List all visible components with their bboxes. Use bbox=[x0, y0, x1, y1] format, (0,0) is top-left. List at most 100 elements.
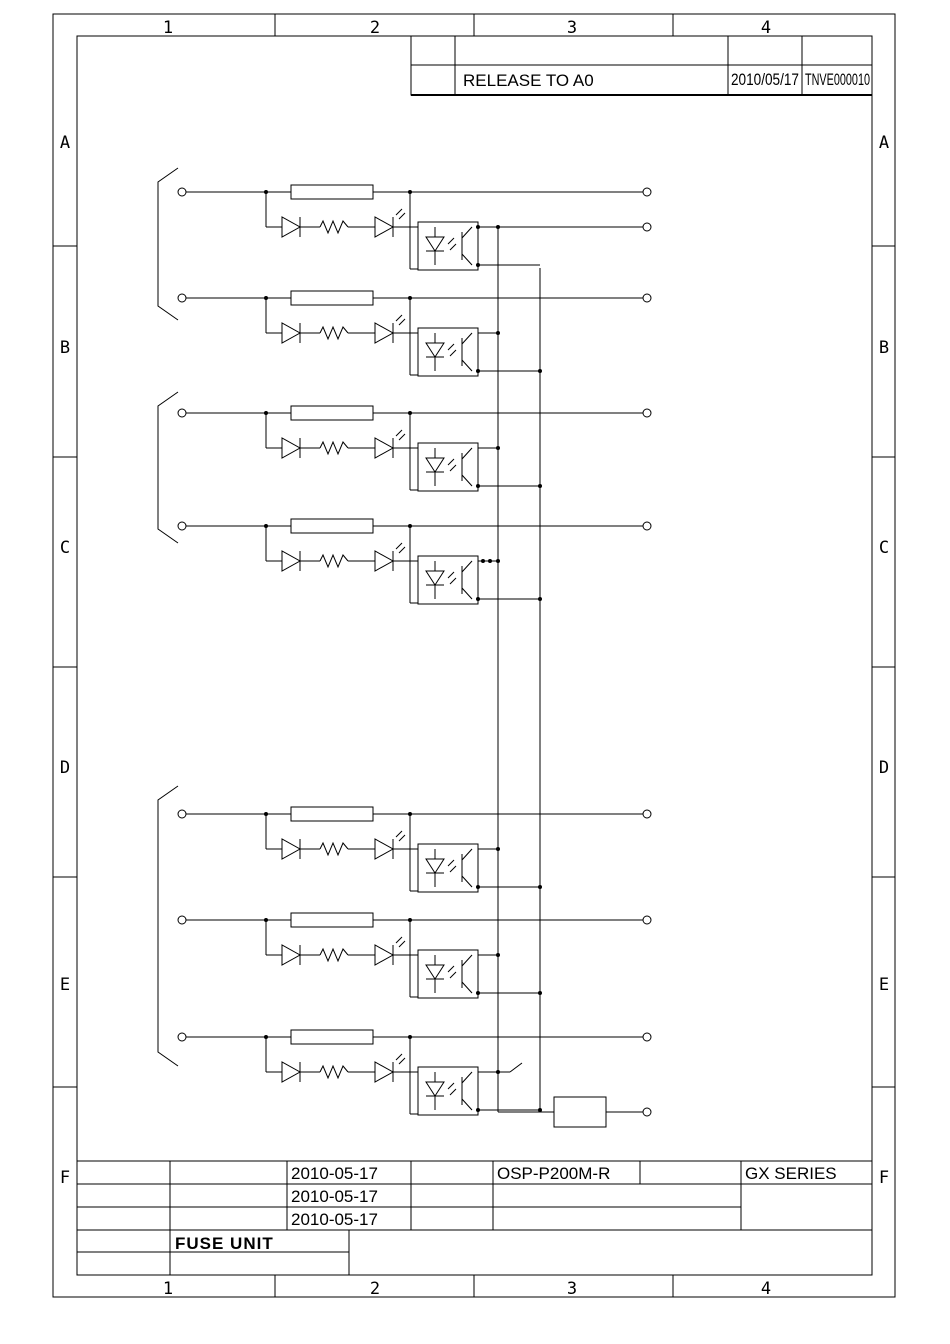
fuse-icon bbox=[291, 913, 373, 927]
terminal-icon bbox=[643, 522, 651, 530]
led-arrow bbox=[396, 1054, 402, 1060]
terminal-icon bbox=[178, 188, 186, 196]
zone-row-c-right: C bbox=[879, 538, 889, 558]
terminal-icon bbox=[178, 409, 186, 417]
diode-icon bbox=[282, 839, 300, 859]
resistor-icon bbox=[320, 949, 348, 961]
led-arrow bbox=[396, 315, 402, 321]
diode-icon bbox=[282, 551, 300, 571]
terminal-icon bbox=[643, 294, 651, 302]
diode-icon bbox=[282, 438, 300, 458]
revision-date: 2010/05/17 bbox=[731, 70, 799, 89]
resistor-icon bbox=[320, 555, 348, 567]
led-icon bbox=[375, 217, 393, 237]
junction-dot bbox=[476, 369, 480, 373]
junction-dot bbox=[476, 1108, 480, 1112]
terminal-icon bbox=[178, 916, 186, 924]
optocoupler-icon bbox=[418, 1067, 478, 1115]
revision-code: TNVE000010 bbox=[805, 70, 870, 89]
load-block bbox=[554, 1097, 606, 1127]
zone-col-2-bottom: 2 bbox=[370, 1279, 380, 1299]
zone-row-a-left: A bbox=[60, 133, 70, 153]
zone-col-3-bottom: 3 bbox=[567, 1279, 577, 1299]
terminal-icon bbox=[643, 1033, 651, 1041]
zone-row-d-right: D bbox=[879, 758, 889, 778]
terminal-icon bbox=[643, 409, 651, 417]
junction-dot bbox=[488, 559, 492, 563]
optocoupler-icon bbox=[418, 222, 478, 270]
zone-row-f-right: F bbox=[879, 1168, 889, 1188]
resistor-icon bbox=[320, 221, 348, 233]
zone-row-e-right: E bbox=[879, 975, 889, 995]
terminal-icon bbox=[178, 294, 186, 302]
zone-row-a-right: A bbox=[879, 133, 889, 153]
zone-row-e-left: E bbox=[60, 975, 70, 995]
connector-bracket bbox=[158, 168, 178, 320]
led-arrow bbox=[399, 835, 405, 841]
fuse-icon bbox=[291, 406, 373, 420]
zone-row-f-left: F bbox=[60, 1168, 70, 1188]
approval-date-3: 2010-05-17 bbox=[291, 1210, 378, 1229]
approval-date-2: 2010-05-17 bbox=[291, 1187, 378, 1206]
series-name: GX SERIES bbox=[745, 1164, 837, 1183]
junction-dot bbox=[476, 597, 480, 601]
led-arrow bbox=[396, 209, 402, 215]
led-arrow bbox=[396, 543, 402, 549]
terminal-icon bbox=[178, 522, 186, 530]
led-arrow bbox=[399, 547, 405, 553]
junction-dot bbox=[476, 263, 480, 267]
zone-col-1-bottom: 1 bbox=[163, 1279, 173, 1299]
connector-bracket bbox=[158, 786, 178, 1066]
resistor-icon bbox=[320, 843, 348, 855]
terminal-icon bbox=[178, 1033, 186, 1041]
model-number: OSP-P200M-R bbox=[497, 1164, 610, 1183]
led-arrow bbox=[399, 319, 405, 325]
led-icon bbox=[375, 945, 393, 965]
terminal-icon bbox=[643, 223, 651, 231]
led-icon bbox=[375, 323, 393, 343]
diode-icon bbox=[282, 945, 300, 965]
diode-icon bbox=[282, 323, 300, 343]
resistor-icon bbox=[320, 442, 348, 454]
junction-dot bbox=[476, 484, 480, 488]
zone-col-3-top: 3 bbox=[567, 18, 577, 38]
zone-row-b-left: B bbox=[60, 338, 70, 358]
fuse-icon bbox=[291, 519, 373, 533]
zone-row-d-left: D bbox=[60, 758, 70, 778]
revision-description: RELEASE TO A0 bbox=[463, 71, 594, 90]
optocoupler-icon bbox=[418, 443, 478, 491]
zone-row-c-left: C bbox=[60, 538, 70, 558]
led-arrow bbox=[396, 430, 402, 436]
fuse-icon bbox=[291, 185, 373, 199]
junction-dot bbox=[481, 559, 485, 563]
led-icon bbox=[375, 438, 393, 458]
diode-icon bbox=[282, 217, 300, 237]
led-arrow bbox=[399, 213, 405, 219]
optocoupler-icon bbox=[418, 328, 478, 376]
fuse-icon bbox=[291, 807, 373, 821]
led-arrow bbox=[396, 831, 402, 837]
zone-row-b-right: B bbox=[879, 338, 889, 358]
switch-icon bbox=[510, 1063, 522, 1072]
approval-date-1: 2010-05-17 bbox=[291, 1164, 378, 1183]
zone-col-1-top: 1 bbox=[163, 18, 173, 38]
fuse-icon bbox=[291, 291, 373, 305]
led-arrow bbox=[399, 941, 405, 947]
junction-dot bbox=[476, 991, 480, 995]
terminal-icon bbox=[643, 810, 651, 818]
fuse-icon bbox=[291, 1030, 373, 1044]
terminal-icon bbox=[643, 916, 651, 924]
drawing-title: FUSE UNIT bbox=[175, 1234, 274, 1253]
led-arrow bbox=[399, 434, 405, 440]
zone-col-4-bottom: 4 bbox=[761, 1279, 771, 1299]
terminal-icon bbox=[643, 188, 651, 196]
resistor-icon bbox=[320, 327, 348, 339]
fuse-circuit bbox=[158, 168, 651, 1127]
diode-icon bbox=[282, 1062, 300, 1082]
resistor-icon bbox=[320, 1066, 348, 1078]
connector-bracket bbox=[158, 392, 178, 543]
led-arrow bbox=[396, 937, 402, 943]
led-icon bbox=[375, 551, 393, 571]
led-icon bbox=[375, 839, 393, 859]
